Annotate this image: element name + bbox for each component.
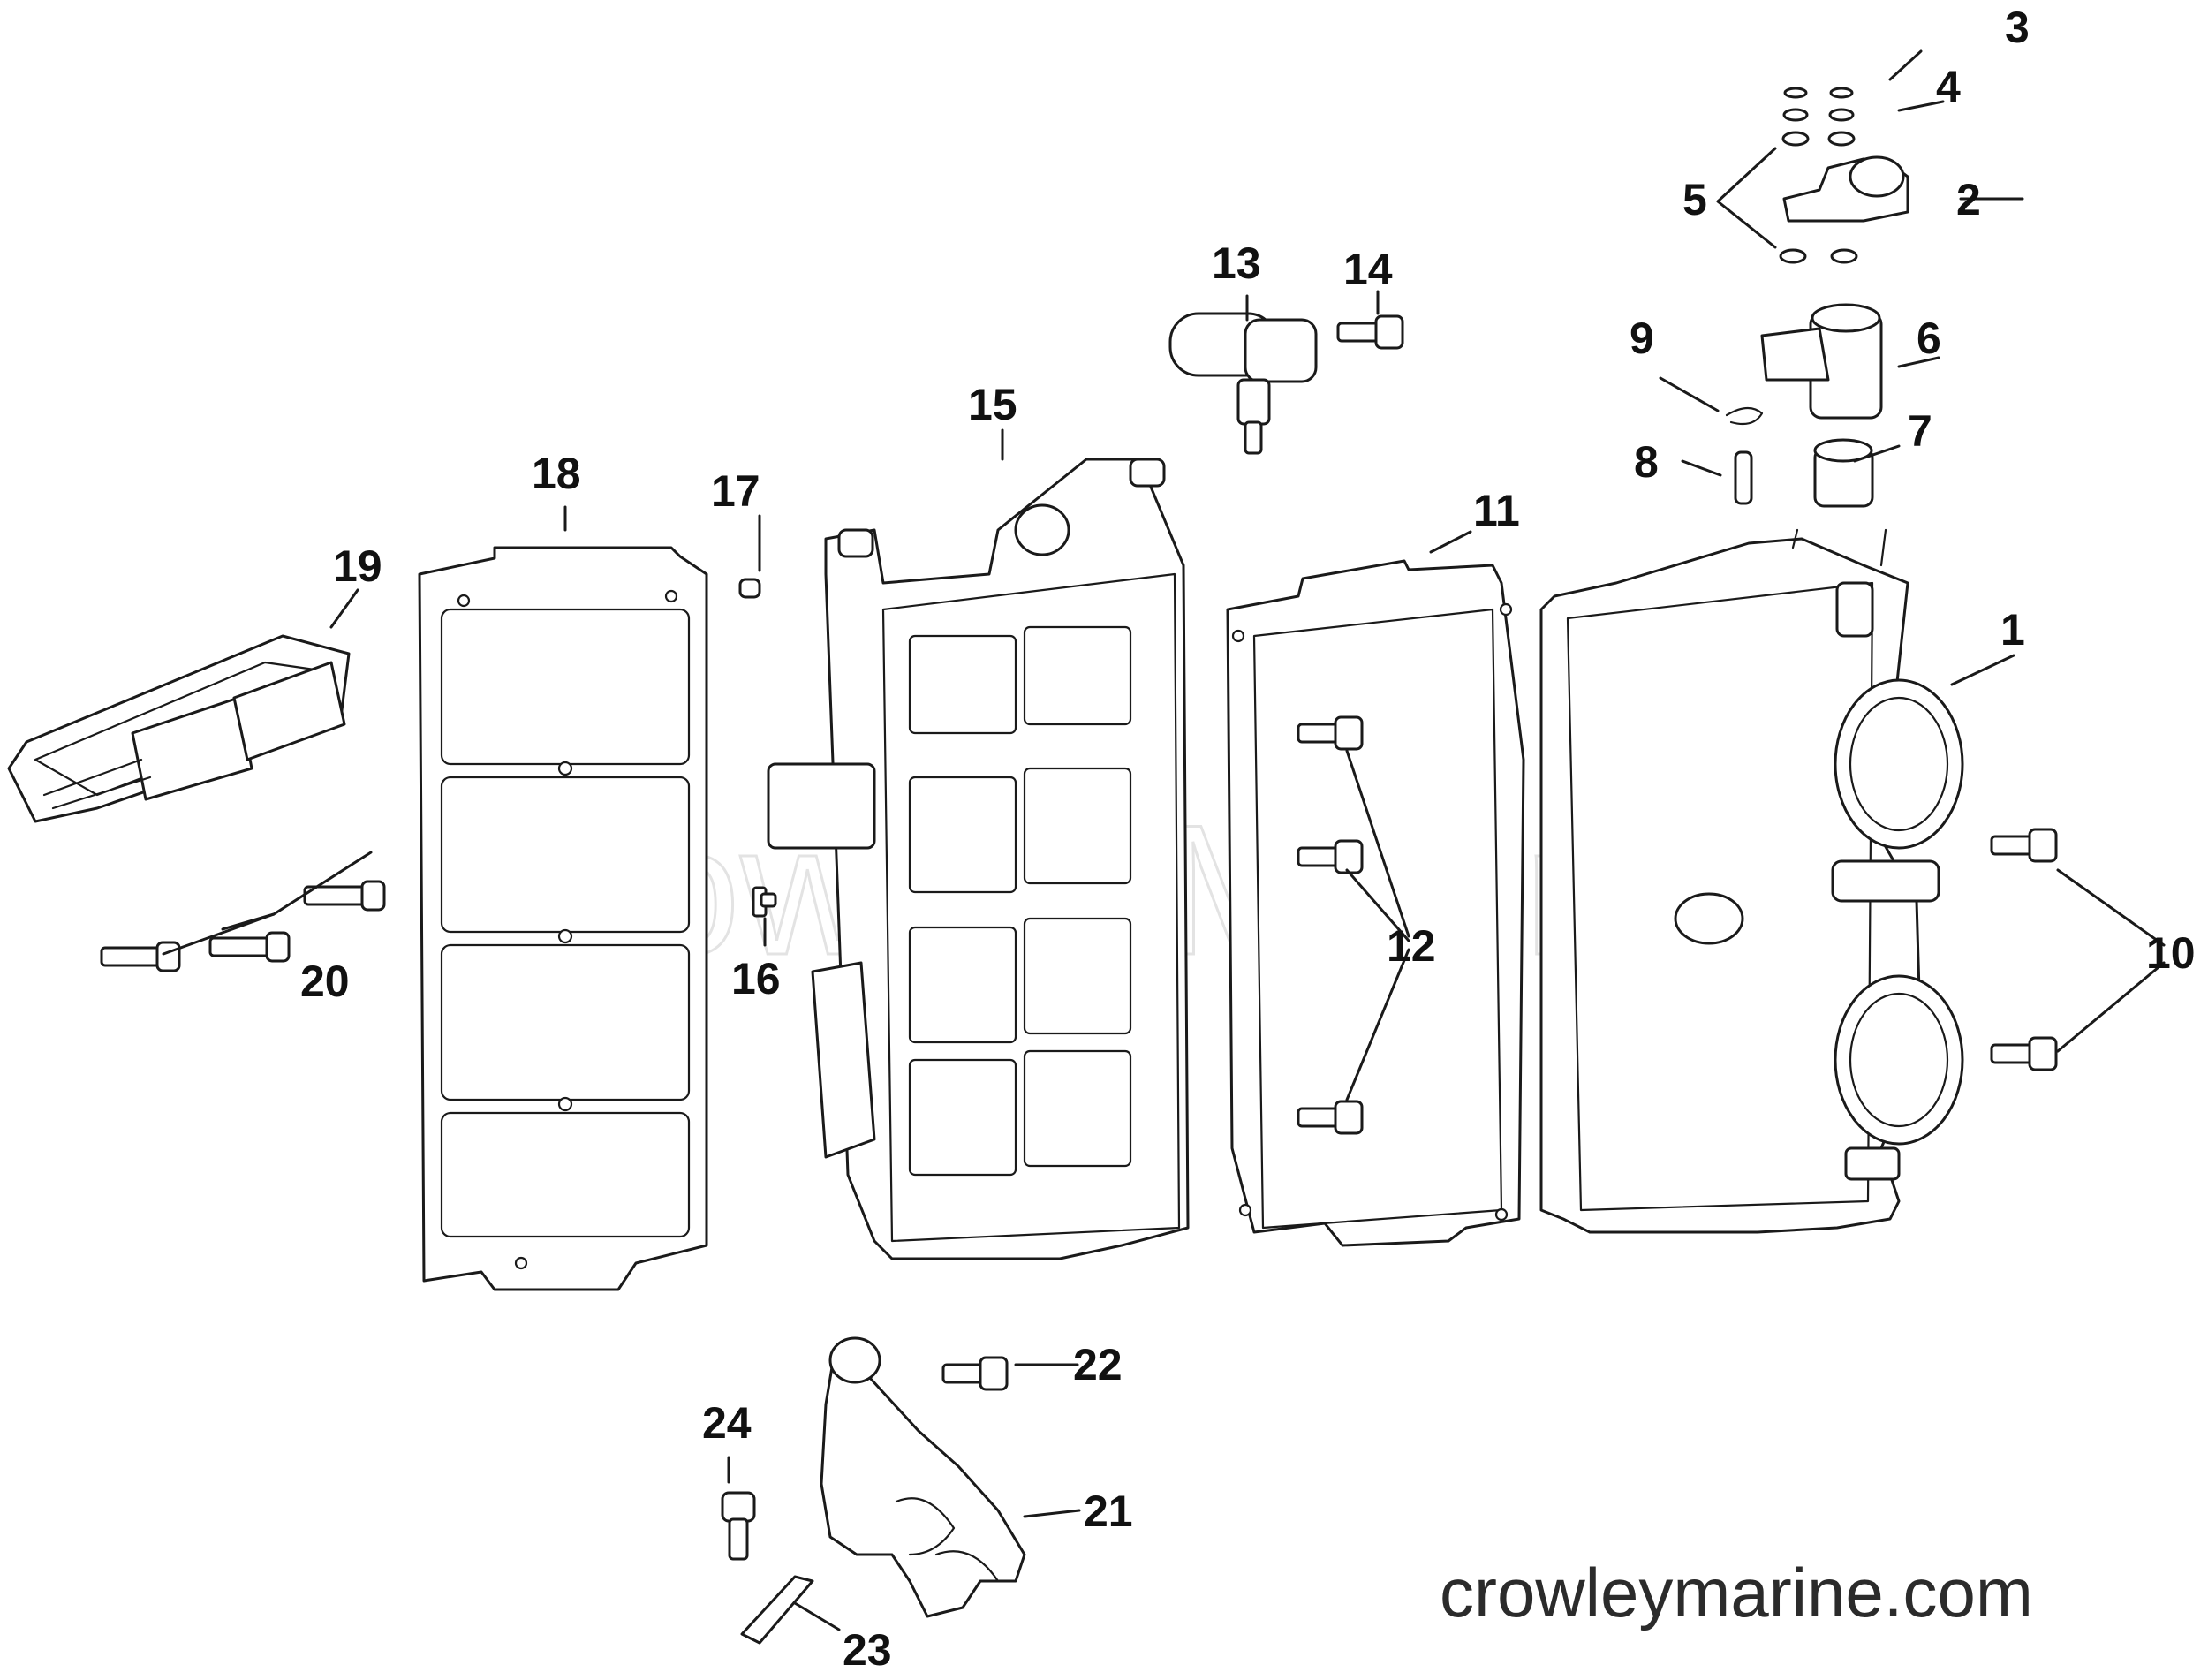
- part-14-screw: [1336, 314, 1404, 350]
- part-13-sensor: [1168, 312, 1318, 455]
- bolt-20b: [208, 931, 291, 963]
- callout-14: 14: [1343, 245, 1393, 294]
- bolt-12a: [1297, 715, 1364, 751]
- callout-17: 17: [711, 466, 760, 516]
- callout-16: 16: [731, 954, 781, 1003]
- part-9-clip: [1725, 406, 1764, 426]
- bolt-10a: [1990, 828, 2058, 863]
- part-12-bolts: [1297, 715, 1364, 1135]
- callout-1: 1: [2000, 605, 2025, 655]
- part-8-pin: [1734, 450, 1753, 505]
- callout-20: 20: [300, 957, 350, 1006]
- callout-9: 9: [1630, 314, 1654, 363]
- callout-23: 23: [843, 1625, 892, 1675]
- callout-8: 8: [1634, 437, 1659, 487]
- part-7-bushing: [1813, 438, 1874, 508]
- part-20-bolts: [100, 880, 386, 972]
- part-18-gasket: [418, 546, 708, 1291]
- callout-24: 24: [702, 1398, 752, 1448]
- leader-lines: [162, 49, 2166, 1631]
- callout-6: 6: [1917, 314, 1941, 363]
- part-16-fitting: [752, 886, 777, 918]
- part-22-screw: [941, 1356, 1009, 1391]
- bolt-12c: [1297, 1100, 1364, 1135]
- part-2-throttle-lever: [1782, 155, 1909, 223]
- callout-10: 10: [2146, 928, 2196, 978]
- callout-labels: 1 2 3 4 5 6 7 8 9 10 11 12 13 14 15 16 1…: [300, 3, 2196, 1675]
- part-17-plug: [738, 578, 761, 599]
- part-15-reed-plate: [767, 458, 1190, 1260]
- callout-21: 21: [1084, 1487, 1133, 1536]
- callout-13: 13: [1212, 238, 1261, 288]
- callout-18: 18: [532, 449, 581, 498]
- callout-3: 3: [2005, 3, 2030, 52]
- callout-11: 11: [1473, 486, 1520, 535]
- part-23-shim: [740, 1575, 814, 1645]
- callout-4: 4: [1936, 62, 1961, 111]
- callout-15: 15: [968, 380, 1017, 429]
- callout-2: 2: [1956, 175, 1981, 224]
- site-url: crowleymarine.com: [1440, 1554, 2033, 1631]
- bolt-20a: [303, 880, 386, 912]
- parts-3-4-5-washers: [1779, 87, 1858, 264]
- bolt-10b: [1990, 1036, 2058, 1071]
- part-1-intake-manifold: [1539, 528, 1964, 1234]
- callout-5: 5: [1682, 175, 1707, 224]
- callout-22: 22: [1073, 1340, 1123, 1389]
- part-24-screw: [721, 1491, 756, 1561]
- bolt-20c: [100, 941, 181, 972]
- callout-7: 7: [1908, 406, 1932, 456]
- part-6-cam: [1760, 303, 1883, 420]
- part-19-reed-block: [7, 634, 351, 823]
- callout-19: 19: [333, 541, 382, 591]
- callout-12: 12: [1387, 921, 1436, 971]
- part-21-bracket: [820, 1336, 1026, 1618]
- part-10-bolts: [1990, 828, 2058, 1071]
